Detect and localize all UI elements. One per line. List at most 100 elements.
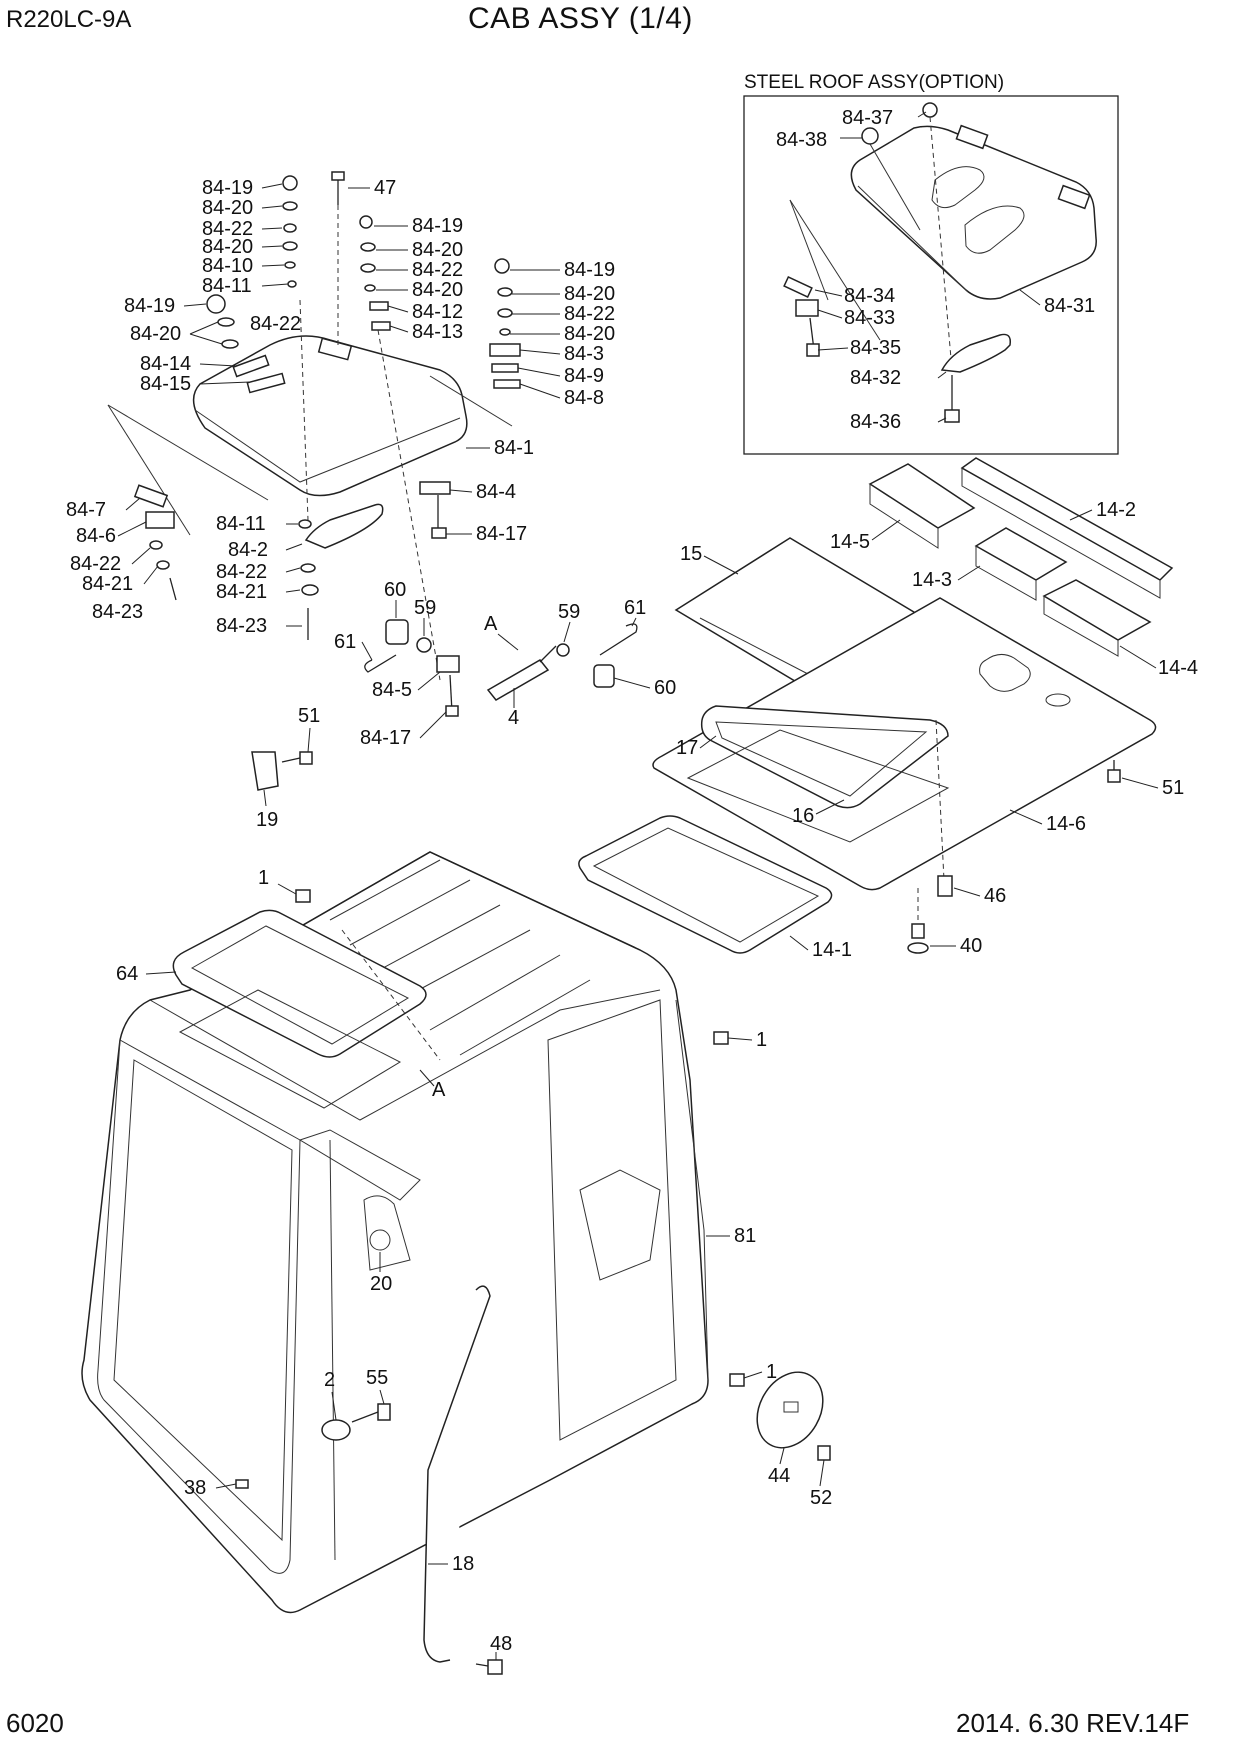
callout-A: A (432, 1079, 446, 1101)
callout-84-34: 84-34 (844, 285, 895, 307)
callout-14-4: 14-4 (1158, 657, 1198, 679)
round-cover-plate (756, 1371, 824, 1449)
callout-84-1: 84-1 (494, 437, 534, 459)
callout-84-10: 84-10 (202, 255, 253, 277)
callout-61: 61 (334, 631, 356, 653)
callout-84-22: 84-22 (412, 259, 463, 281)
option-box-frame (743, 95, 1119, 455)
model-number: R220LC-9A (6, 6, 132, 33)
callout-84-2: 84-2 (228, 539, 268, 561)
callout-84-15: 84-15 (140, 373, 191, 395)
callout-59: 59 (558, 601, 580, 623)
callout-14-5: 14-5 (830, 531, 870, 553)
callout-84-35: 84-35 (850, 337, 901, 359)
steel-roof-panel (850, 125, 1097, 300)
callout-60: 60 (654, 677, 676, 699)
page-number: 6020 (6, 1708, 64, 1738)
callout-14-3: 14-3 (912, 569, 952, 591)
steel-roof-option-group: STEEL ROOF ASSY(OPTION) 84-37 84-38 84-3… (743, 72, 1119, 455)
foam-block-a (868, 463, 976, 529)
callout-84-19: 84-19 (564, 259, 615, 281)
callout-84-20: 84-20 (564, 283, 615, 305)
foam-block-b (974, 527, 1068, 581)
callout-17: 17 (676, 737, 698, 759)
callout-60: 60 (384, 579, 406, 601)
callout-84-21: 84-21 (82, 573, 133, 595)
roof-panel-group: 14-2 14-5 15 14-3 14-4 17 16 14-6 51 46 … (578, 457, 1198, 961)
roof-hatch-panel (192, 335, 468, 497)
callout-84-17: 84-17 (476, 523, 527, 545)
callout-84-19: 84-19 (124, 295, 175, 317)
door-opening (547, 999, 677, 1441)
page-title: CAB ASSY (1/4) (468, 2, 693, 35)
cab-body (81, 851, 709, 1614)
callout-81: 81 (734, 1225, 756, 1247)
callout-1: 1 (258, 867, 269, 889)
callout-84-20: 84-20 (130, 323, 181, 345)
callout-55: 55 (366, 1367, 388, 1389)
callout-84-12: 84-12 (412, 301, 463, 323)
callout-84-38: 84-38 (776, 129, 827, 151)
callout-84-19: 84-19 (202, 177, 253, 199)
callout-2: 2 (324, 1369, 335, 1391)
callout-84-22: 84-22 (564, 303, 615, 325)
callout-46: 46 (984, 885, 1006, 907)
callout-84-22: 84-22 (202, 218, 253, 240)
callout-84-11: 84-11 (216, 513, 266, 535)
callout-47: 47 (374, 177, 396, 199)
callout-84-22: 84-22 (250, 313, 301, 335)
callout-51: 51 (1162, 777, 1184, 799)
gas-spring-group: 60 59 61 84-5 84-17 A 59 61 4 60 (334, 579, 676, 749)
callout-1: 1 (756, 1029, 767, 1051)
callout-16: 16 (792, 805, 814, 827)
callout-18: 18 (452, 1553, 474, 1575)
callout-14-1: 14-1 (812, 939, 852, 961)
callout-84-37: 84-37 (842, 107, 893, 129)
callout-15: 15 (680, 543, 702, 565)
foam-block-c (1042, 579, 1152, 641)
callout-84-19: 84-19 (412, 215, 463, 237)
callout-84-11: 84-11 (202, 275, 252, 297)
callout-84-20: 84-20 (412, 279, 463, 301)
callout-84-23: 84-23 (92, 601, 143, 623)
callout-38: 38 (184, 1477, 206, 1499)
callout-84-21: 84-21 (216, 581, 267, 603)
callout-84-3: 84-3 (564, 343, 604, 365)
callout-14-6: 14-6 (1046, 813, 1086, 835)
callout-84-32: 84-32 (850, 367, 901, 389)
steel-roof-handle (940, 333, 1012, 373)
callout-64: 64 (116, 963, 138, 985)
cover-plate-group: 51 19 (251, 705, 320, 831)
callout-40: 40 (960, 935, 982, 957)
callout-84-14: 84-14 (140, 353, 191, 375)
callout-51: 51 (298, 705, 320, 727)
callout-84-20: 84-20 (202, 236, 253, 258)
callout-1: 1 (766, 1361, 777, 1383)
callout-84-20: 84-20 (202, 197, 253, 219)
callout-A: A (484, 613, 498, 635)
roof-glass (578, 815, 833, 954)
callout-4: 4 (508, 707, 519, 729)
roof-window-frame (172, 909, 427, 1058)
callout-84-22: 84-22 (216, 561, 267, 583)
callout-84-17: 84-17 (360, 727, 411, 749)
cab-frame-group: 1 64 1 A 81 20 2 55 38 1 44 52 18 48 (81, 851, 832, 1675)
revision-date: 2014. 6.30 REV.14F (956, 1708, 1190, 1738)
roof-rail (960, 457, 1174, 581)
callout-84-13: 84-13 (412, 321, 463, 343)
callout-84-8: 84-8 (564, 387, 604, 409)
callout-59: 59 (414, 597, 436, 619)
roof-hatch-group: 84-19 84-20 84-22 84-20 84-10 84-11 84-1… (66, 171, 615, 681)
front-window-frame (97, 1039, 301, 1574)
callout-14-2: 14-2 (1096, 499, 1136, 521)
option-box-title: STEEL ROOF ASSY(OPTION) (744, 72, 1004, 93)
callout-20: 20 (370, 1273, 392, 1295)
window-gasket (700, 705, 949, 809)
callout-84-31: 84-31 (1044, 295, 1095, 317)
hatch-handle (304, 503, 384, 549)
callout-84-6: 84-6 (76, 525, 116, 547)
callout-84-23: 84-23 (216, 615, 267, 637)
callout-48: 48 (490, 1633, 512, 1655)
callout-61: 61 (624, 597, 646, 619)
gas-spring (486, 659, 550, 701)
